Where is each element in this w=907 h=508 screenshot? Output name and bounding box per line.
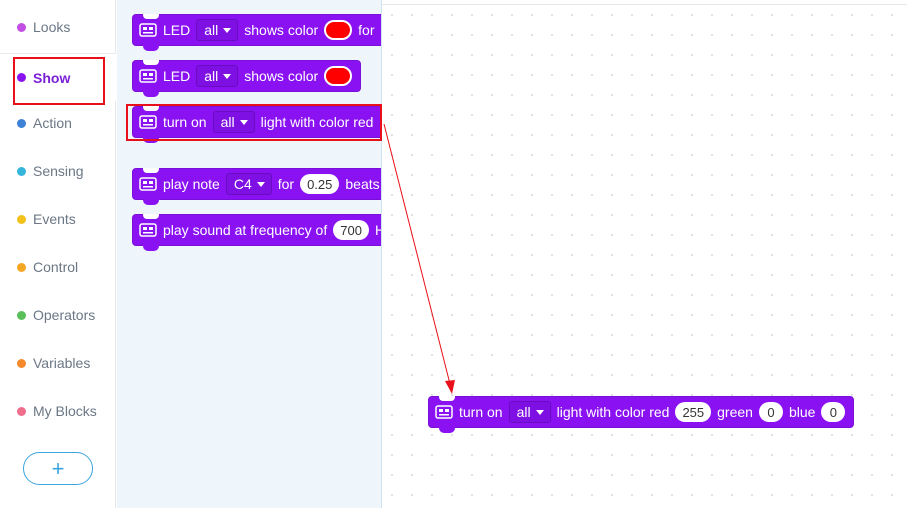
cyberpi-icon	[139, 115, 157, 129]
category-label: Sensing	[33, 163, 84, 179]
light-target-dropdown[interactable]: all	[508, 401, 551, 423]
looks-dot-icon	[17, 22, 26, 32]
led-shows-color-block[interactable]: LED all shows color	[132, 60, 362, 97]
category-label: Operators	[33, 307, 96, 323]
category-show[interactable]: Show	[0, 53, 116, 101]
block-text-beats: beats	[345, 176, 380, 192]
show-dot-icon	[17, 73, 26, 82]
block-text-play-sound: play sound at frequency of	[163, 222, 328, 238]
block-text-for: for	[277, 176, 295, 192]
play-note-block[interactable]: play note C4 for 0.25 beats	[132, 168, 381, 205]
operators-dot-icon	[17, 310, 26, 320]
block-text-turn-on: turn on	[163, 114, 207, 130]
block-text-for: for	[358, 22, 375, 38]
script-workspace[interactable]: turn on all light with color red 255 gre…	[382, 4, 907, 508]
turn-on-light-block[interactable]: turn on all light with color red	[132, 106, 381, 143]
green-value-input[interactable]: 0	[758, 402, 783, 422]
category-sidebar: Looks Show Action Sensing Events Control…	[0, 0, 116, 508]
block-text-led: LED	[163, 68, 191, 84]
blue-value-input[interactable]: 0	[821, 402, 846, 422]
cyberpi-icon	[139, 223, 157, 237]
duration-input[interactable]	[380, 20, 381, 40]
category-label: Events	[33, 211, 76, 227]
beats-input[interactable]: 0.25	[300, 174, 340, 194]
category-label: Action	[33, 115, 72, 131]
red-value-input[interactable]: 255	[675, 402, 712, 422]
control-dot-icon	[17, 262, 26, 272]
action-dot-icon	[17, 118, 26, 128]
category-operators[interactable]: Operators	[0, 291, 116, 339]
category-label: Variables	[33, 355, 91, 371]
block-palette: LED all shows color for LED all shows co…	[117, 0, 382, 508]
cyberpi-icon	[435, 405, 453, 419]
category-control[interactable]: Control	[0, 243, 116, 291]
caret-down-icon	[223, 27, 232, 33]
my-blocks-dot-icon	[17, 406, 26, 416]
block-text-shows-color: shows color	[244, 68, 319, 84]
category-label: Control	[33, 259, 79, 275]
block-text-shows-color: shows color	[244, 22, 319, 38]
led-target-dropdown[interactable]: all	[196, 65, 239, 87]
dropdown-value: all	[204, 68, 219, 84]
dropdown-value: all	[220, 114, 235, 130]
category-my-blocks[interactable]: My Blocks	[0, 387, 116, 435]
events-dot-icon	[17, 214, 26, 224]
category-label: Looks	[33, 19, 71, 35]
block-text-light-with-color: light with color red	[260, 114, 374, 130]
category-events[interactable]: Events	[0, 195, 116, 243]
variables-dot-icon	[17, 358, 26, 368]
add-extension-button[interactable]: +	[23, 452, 93, 485]
light-target-dropdown[interactable]: all	[212, 111, 255, 133]
caret-down-icon	[223, 73, 232, 79]
dropdown-value: all	[516, 404, 531, 420]
led-shows-color-for-block[interactable]: LED all shows color for	[132, 14, 381, 51]
category-looks[interactable]: Looks	[0, 3, 116, 51]
frequency-input[interactable]: 700	[333, 220, 369, 240]
category-variables[interactable]: Variables	[0, 339, 116, 387]
cyberpi-icon	[139, 69, 157, 83]
caret-down-icon	[256, 181, 265, 187]
note-dropdown[interactable]: C4	[225, 173, 272, 195]
led-target-dropdown[interactable]: all	[196, 19, 239, 41]
block-text-led: LED	[163, 22, 191, 38]
play-sound-frequency-block[interactable]: play sound at frequency of 700 H	[132, 214, 381, 251]
category-label: Show	[33, 69, 71, 86]
workspace-turn-on-light-block[interactable]: turn on all light with color red 255 gre…	[428, 396, 855, 433]
block-text-light-with-color-red: light with color red	[556, 404, 670, 420]
block-text-green: green	[717, 404, 753, 420]
block-text-hz: H	[375, 222, 381, 238]
dropdown-value: C4	[233, 176, 252, 192]
block-text-turn-on: turn on	[459, 404, 503, 420]
category-label: My Blocks	[33, 403, 97, 419]
block-text-play-note: play note	[163, 176, 220, 192]
cyberpi-icon	[139, 177, 157, 191]
dropdown-value: all	[204, 22, 219, 38]
caret-down-icon	[535, 409, 544, 415]
category-action[interactable]: Action	[0, 99, 116, 147]
color-swatch[interactable]	[324, 20, 353, 40]
block-text-blue: blue	[788, 404, 816, 420]
category-sensing[interactable]: Sensing	[0, 147, 116, 195]
cyberpi-icon	[139, 23, 157, 37]
plus-icon: +	[51, 455, 65, 481]
caret-down-icon	[239, 119, 248, 125]
sensing-dot-icon	[17, 166, 26, 176]
color-swatch[interactable]	[324, 66, 353, 86]
